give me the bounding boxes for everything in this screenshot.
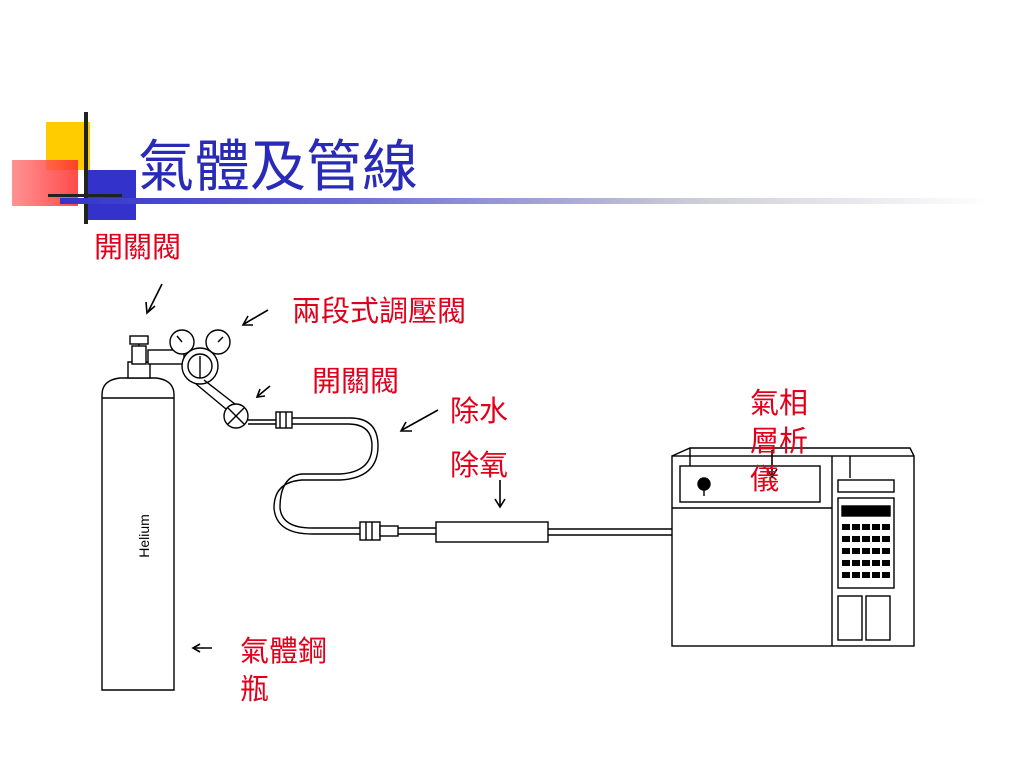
label-gas-chromatograph: 氣相層析儀 <box>750 386 809 496</box>
flexible-tubing-icon <box>273 417 436 541</box>
label-gas-cylinder: 氣體鋼瓶 <box>240 634 328 706</box>
page-title: 氣體及管線 <box>138 135 418 200</box>
label-outlet-valve: 開關閥 <box>312 364 400 398</box>
two-stage-regulator-icon <box>169 329 241 415</box>
label-top-valve: 開關閥 <box>94 230 182 264</box>
horizontal-line-decoration <box>48 194 122 197</box>
gas-cylinder-icon <box>101 335 185 691</box>
label-oxygen-trap: 除氧 <box>450 448 509 482</box>
gas-trap-icon <box>435 521 672 543</box>
gas-chromatograph-icon <box>671 447 915 647</box>
vertical-line-decoration <box>84 112 88 224</box>
title-underline <box>60 198 990 204</box>
label-two-stage-regulator: 兩段式調壓閥 <box>292 294 467 328</box>
arrow-icons <box>145 283 778 653</box>
cylinder-gas-name: Helium <box>136 514 152 558</box>
outlet-valve-icon <box>223 403 293 429</box>
label-moisture-trap: 除水 <box>450 394 509 428</box>
